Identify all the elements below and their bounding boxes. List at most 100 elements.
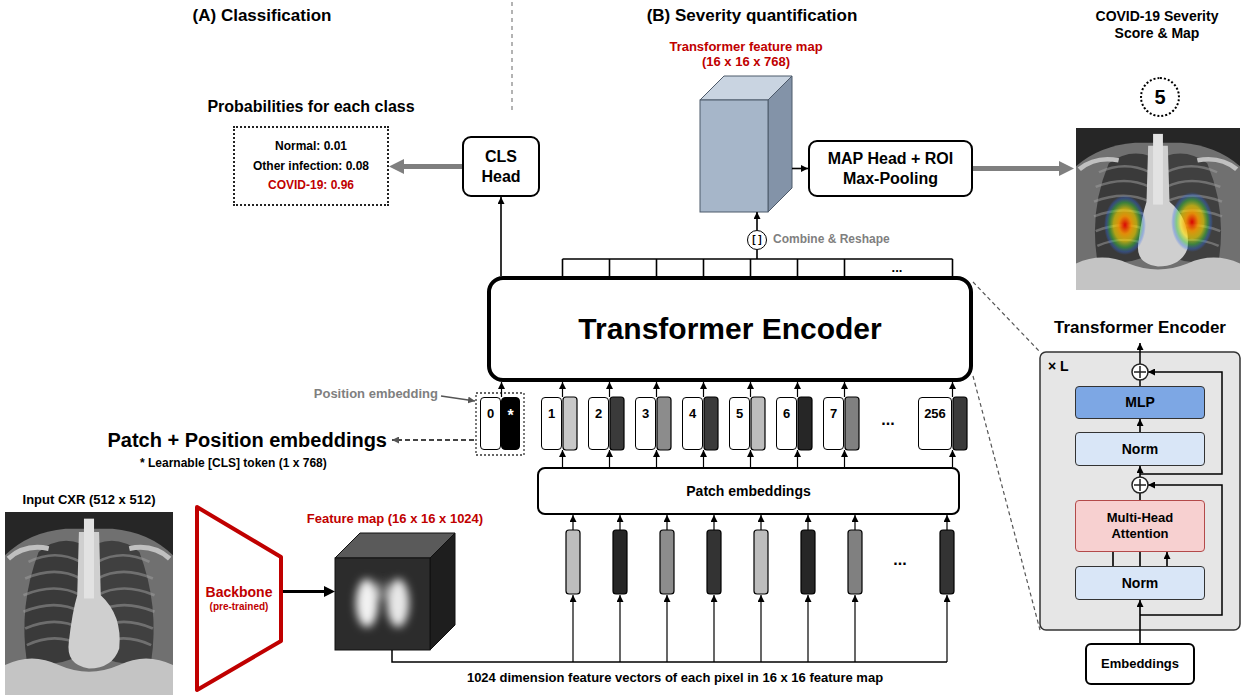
token-index-box: 4 — [682, 397, 703, 450]
connector — [750, 382, 751, 397]
backbone-trapezoid: Backbone(pre-trained) — [195, 505, 283, 692]
connector — [797, 450, 798, 467]
token-index-box: 0 — [480, 397, 501, 450]
patch-embeddings-box: Patch embeddings — [537, 467, 960, 515]
encoder-detail-panel: Transformer Encoder× LMLPNormMulti-Head … — [1040, 352, 1240, 630]
node-text: 6 — [783, 406, 790, 422]
feature-vector-bars-part — [848, 530, 862, 594]
connector — [792, 168, 808, 170]
node-text: MLP — [1125, 394, 1155, 411]
add-symbol — [1132, 364, 1148, 493]
token-embedding-bars-part — [704, 397, 718, 450]
node-heading: Feature map (16 x 16 x 1024) — [307, 511, 483, 527]
token-index-box: 2 — [588, 397, 609, 450]
text-label: ... — [893, 550, 906, 569]
token-embedding-bars-part — [845, 397, 859, 450]
connector — [562, 382, 563, 397]
node-text: Multi-Head Attention — [1080, 510, 1200, 541]
probability-box: Probabilities for each classNormal: 0.01… — [233, 126, 389, 206]
transformer-feature-map-cube-art-part — [768, 76, 792, 212]
token-embedding-bars-part — [610, 397, 624, 450]
connector — [844, 450, 845, 467]
connector — [952, 450, 953, 467]
node-heading: Transformer Encoder — [1054, 318, 1226, 338]
severity-heatmap — [1104, 195, 1146, 255]
feature-vector-arrows-part — [854, 515, 855, 530]
node-text: Norm — [1122, 575, 1159, 592]
connector — [797, 382, 798, 397]
node-text: [ ] — [752, 235, 761, 245]
feature-map-cube-art-part — [430, 533, 455, 650]
node-text: Normal: 0.01 — [275, 139, 347, 153]
feature-map-cube-art-part — [356, 579, 409, 627]
token-index-box: 6 — [776, 397, 797, 450]
feature-vector-arrows-part — [666, 595, 667, 662]
token-index-box: 7 — [823, 397, 844, 450]
connector — [844, 382, 845, 397]
token-embedding-bars — [563, 397, 967, 450]
norm-box: Norm — [1075, 566, 1205, 600]
cls-head-box: CLS Head — [462, 136, 540, 197]
feature-map-cube: Feature map (16 x 16 x 1024) — [335, 533, 455, 650]
node-text: 5 — [1154, 85, 1165, 109]
add-symbol-part — [1134, 479, 1146, 491]
text-label: (A) Classification — [193, 6, 332, 26]
text-label: Position embedding — [314, 386, 438, 402]
text-label: Combine & Reshape — [773, 232, 890, 246]
node-heading: COVID-19 Severity Score & Map — [1082, 8, 1232, 42]
feature-map-cube-art-part — [335, 558, 430, 650]
node-text: 3 — [642, 406, 649, 422]
feature-vector-arrows-part — [854, 595, 855, 662]
mlp-box: MLP — [1075, 386, 1205, 419]
token-embedding-bars-part — [751, 397, 765, 450]
feature-vector-bars-part — [940, 530, 954, 594]
token-index-box: 3 — [635, 397, 656, 450]
token-index-box: 256 — [918, 397, 952, 450]
node-text: MAP Head + ROI Max-Pooling — [817, 149, 964, 187]
feature-vector-arrows-part — [946, 515, 947, 530]
node-text: 256 — [924, 406, 946, 422]
text-label: 1024 dimension feature vectors of each p… — [467, 670, 883, 686]
add-symbol-part — [1132, 477, 1148, 493]
trapezoid-shape — [197, 507, 281, 690]
cls-token-dotted-frame — [476, 393, 524, 455]
label-wrap: Position embedding — [314, 386, 438, 402]
node-text: Norm — [1122, 441, 1159, 458]
connector — [750, 450, 751, 467]
feature-vector-arrows-part — [572, 595, 573, 662]
token-embedding-bars-part — [953, 397, 967, 450]
label-wrap: ... — [890, 261, 905, 274]
node-text: 2 — [595, 406, 602, 422]
input-cxr-image — [5, 512, 173, 695]
node-heading: Transformer feature map (16 x 16 x 768) — [662, 39, 830, 70]
connector — [1139, 419, 1141, 432]
feature-map-cube-art — [335, 533, 455, 650]
feature-map-cube-art-part-part — [356, 579, 378, 627]
node-heading: Input CXR (512 x 512) — [23, 492, 156, 508]
feature-vector-bars-part — [801, 530, 815, 594]
connector — [283, 590, 324, 593]
text-label: ... — [881, 410, 894, 429]
transformer-feature-map-cube-art — [700, 76, 792, 212]
norm-box: Norm — [1075, 432, 1205, 466]
feature-vector-arrows-part — [392, 650, 947, 662]
cls-token-box: * — [501, 397, 520, 450]
node-text: (pre-trained) — [210, 601, 269, 613]
severity-cxr-image — [1076, 128, 1240, 290]
label-wrap: * Learnable [CLS] token (1 x 768) — [140, 456, 327, 470]
text-label: ... — [890, 261, 905, 274]
node-text: Embeddings — [1101, 656, 1179, 672]
connector — [501, 382, 502, 397]
token-embedding-bars-part — [798, 397, 812, 450]
heading-wrap: Feature map (16 x 16 x 1024) — [307, 511, 483, 527]
heading-wrap: Input CXR (512 x 512) — [23, 492, 156, 508]
text-label: Patch + Position embeddings — [108, 428, 388, 452]
encoder-panel-ground — [1040, 352, 1240, 630]
feature-vector-arrows-part — [760, 595, 761, 662]
feature-vector-arrows-part — [619, 515, 620, 530]
embeddings-box: Embeddings — [1085, 643, 1195, 685]
node-text: Backbone — [206, 584, 273, 601]
label-wrap: ... — [881, 410, 894, 429]
